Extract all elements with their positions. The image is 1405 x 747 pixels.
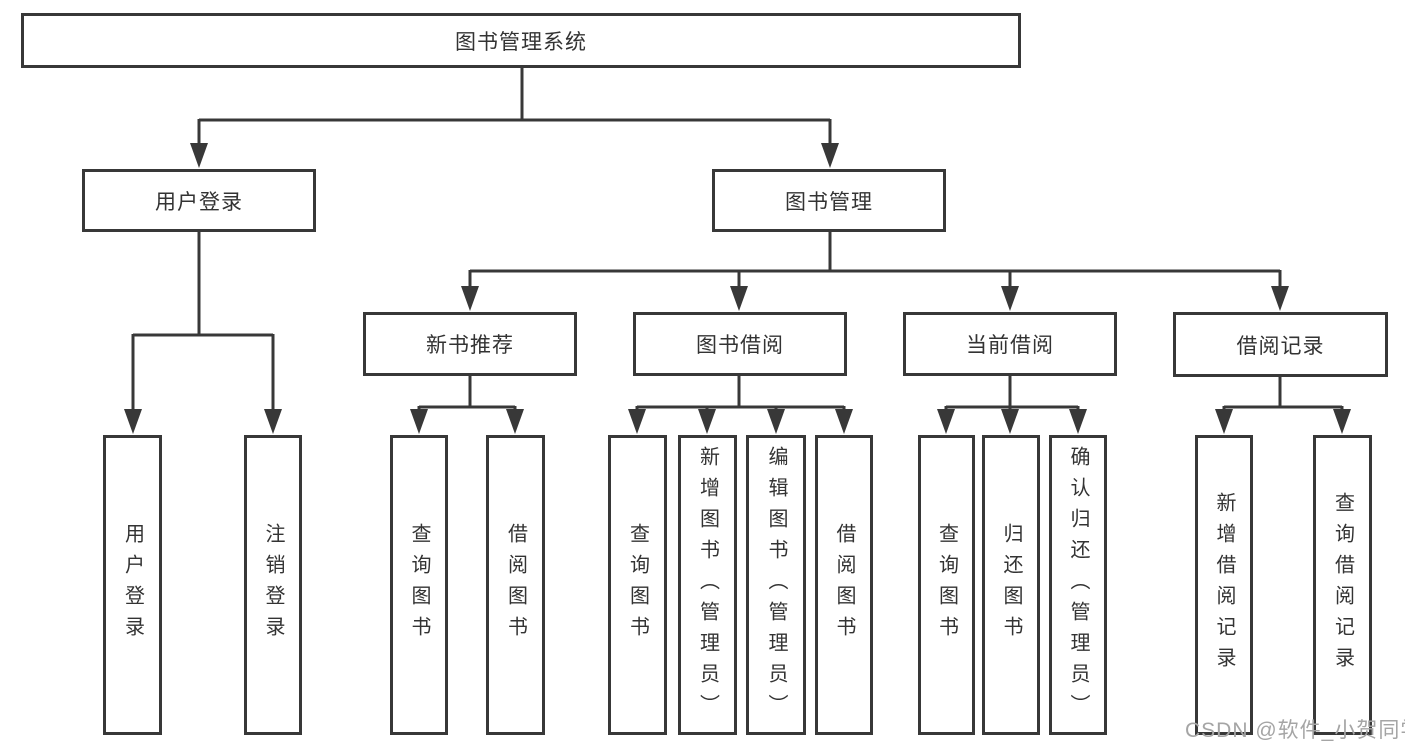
arrowheads [124, 143, 1351, 434]
leaf-edit-books-admin: 编辑图书（管理员） [746, 435, 806, 735]
leaf-query-books-borrow: 查询图书 [608, 435, 667, 735]
leaf-add-books-admin: 新增图书（管理员） [678, 435, 737, 735]
node-user-login: 用户登录 [82, 169, 316, 232]
node-borrow-records: 借阅记录 [1173, 312, 1388, 377]
leaf-query-books-current: 查询图书 [918, 435, 975, 735]
node-book-borrow: 图书借阅 [633, 312, 847, 376]
leaf-query-books-recommend: 查询图书 [390, 435, 448, 735]
leaf-user-login: 用户登录 [103, 435, 162, 735]
node-new-book-recommend: 新书推荐 [363, 312, 577, 376]
leaf-borrow-books: 借阅图书 [815, 435, 873, 735]
leaf-logout: 注销登录 [244, 435, 302, 735]
csdn-watermark: CSDN @软件_小贺同学 [1185, 719, 1405, 742]
leaf-query-borrow-record: 查询借阅记录 [1313, 435, 1372, 735]
leaf-add-borrow-record: 新增借阅记录 [1195, 435, 1253, 735]
leaf-return-books: 归还图书 [982, 435, 1040, 735]
leaf-borrow-books-recommend: 借阅图书 [486, 435, 545, 735]
node-book-management: 图书管理 [712, 169, 946, 232]
leaf-confirm-return-admin: 确认归还（管理员） [1049, 435, 1107, 735]
node-current-borrow: 当前借阅 [903, 312, 1117, 376]
node-library-management-system: 图书管理系统 [21, 13, 1021, 68]
